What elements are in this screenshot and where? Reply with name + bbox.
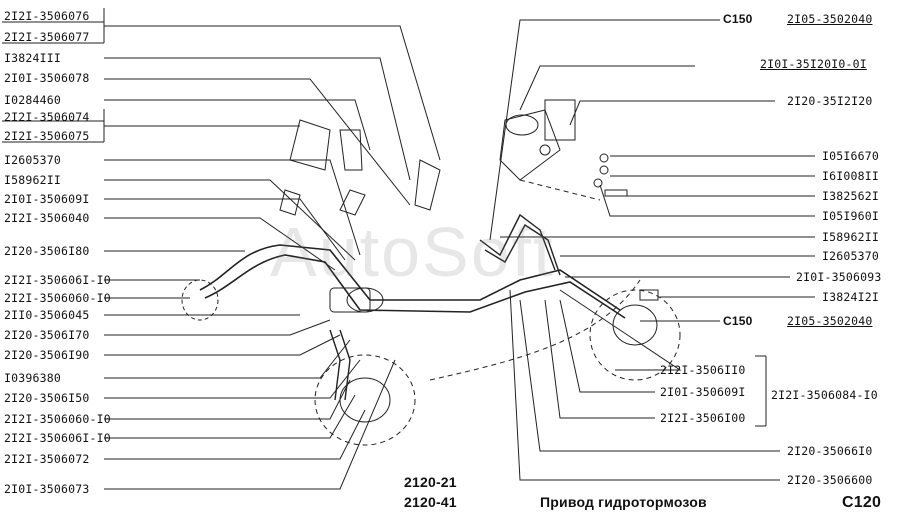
label-left-15: 2I20-3506I70	[4, 328, 90, 342]
label-right-16: 2I20-35066I0	[787, 444, 873, 458]
label-left-0: 2I2I-3506076	[4, 9, 90, 23]
label-right-14: 2I2I-3506084-I0	[771, 388, 878, 402]
page-code: C120	[842, 494, 882, 511]
label-left-7: I2605370	[4, 153, 61, 167]
label-right-4: I6I008II	[822, 169, 879, 183]
label-right-13: 2I0I-350609I	[660, 385, 746, 399]
label-left-1: 2I2I-3506077	[4, 30, 90, 44]
label-right-7: I58962II	[822, 230, 879, 244]
label-left-12: 2I2I-350606I-I0	[4, 273, 111, 287]
label-left-8: I58962II	[4, 173, 61, 187]
watermark: AutoSoft	[270, 213, 555, 291]
label-left-14: 2II0-3506045	[4, 308, 90, 322]
label-right-2: 2I20-35I2I20	[787, 94, 873, 108]
label-left-20: 2I2I-350606I-I0	[4, 431, 111, 445]
label-right-11: 2I05-3502040	[787, 314, 873, 328]
c150-mid: C150	[723, 314, 753, 328]
label-left-5: 2I2I-3506074	[4, 110, 90, 124]
label-right-3: I05I6670	[822, 149, 879, 163]
label-left-11: 2I20-3506I80	[4, 244, 90, 258]
label-right-1: 2I0I-35I20I0-0I	[760, 57, 867, 71]
label-right-9: 2I0I-3506093	[796, 270, 882, 284]
label-left-18: 2I20-3506I50	[4, 391, 90, 405]
label-left-4: I0284460	[4, 93, 61, 107]
diagram-caption: Привод гидротормозов	[540, 494, 707, 510]
label-right-6: I05I960I	[822, 209, 879, 223]
label-left-19: 2I2I-3506060-I0	[4, 412, 111, 426]
label-left-16: 2I20-3506I90	[4, 348, 90, 362]
label-left-6: 2I2I-3506075	[4, 129, 90, 143]
label-left-17: I0396380	[4, 371, 61, 385]
label-right-5: I382562I	[822, 189, 879, 203]
label-right-0: 2I05-3502040	[787, 12, 873, 26]
label-right-10: I3824I2I	[822, 290, 879, 304]
label-right-8: I2605370	[822, 249, 879, 263]
model-code-2: 2120-41	[404, 494, 457, 510]
model-code-1: 2120-21	[404, 474, 457, 490]
c150-top: C150	[723, 12, 753, 26]
label-left-2: I3824III	[4, 51, 61, 65]
label-right-12: 2I2I-3506II0	[660, 363, 746, 377]
label-right-17: 2I20-3506600	[787, 473, 873, 487]
label-left-22: 2I0I-3506073	[4, 482, 90, 496]
label-left-13: 2I2I-3506060-I0	[4, 291, 111, 305]
label-right-15: 2I2I-3506I00	[660, 411, 746, 425]
label-left-10: 2I2I-3506040	[4, 211, 90, 225]
label-left-3: 2I0I-3506078	[4, 71, 90, 85]
label-left-9: 2I0I-350609I	[4, 192, 90, 206]
label-left-21: 2I2I-3506072	[4, 452, 90, 466]
